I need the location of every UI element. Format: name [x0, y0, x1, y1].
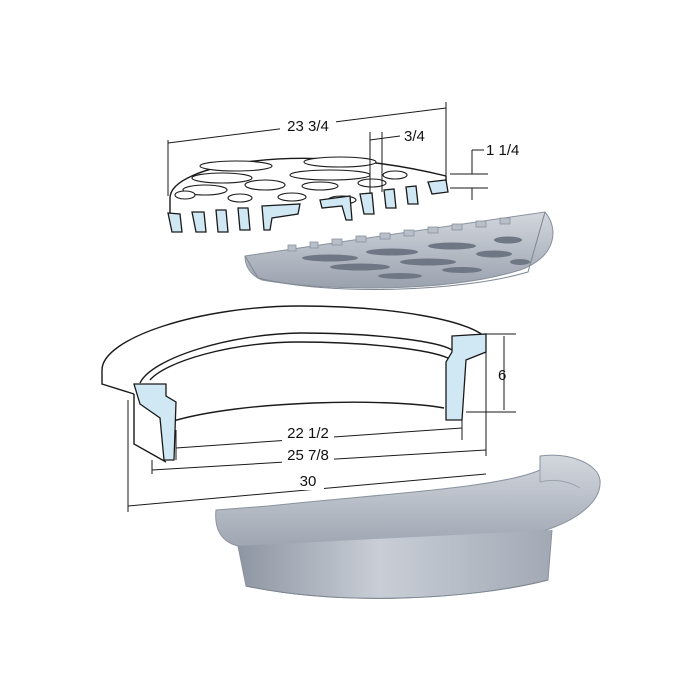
dimension-labels: 23 3/4 3/4 1 1/4 6 22 1/2 25 7/8 30	[280, 116, 519, 490]
dim-frame-inner-diameter: 22 1/2	[287, 425, 329, 442]
dim-grate-thickness: 1 1/4	[486, 142, 519, 159]
dim-frame-height: 6	[498, 367, 506, 384]
grate-section-drawing	[167, 156, 449, 233]
frame-half-solid	[215, 454, 601, 599]
frame-left-section	[133, 383, 177, 461]
grate-half-slots	[302, 236, 530, 279]
dim-grate-diameter: 23 3/4	[287, 118, 329, 135]
dim-grate-bar-width: 3/4	[404, 128, 425, 145]
dim-frame-outer-diameter: 30	[300, 473, 317, 490]
dim-frame-opening-diameter: 25 7/8	[287, 447, 329, 464]
frame-section-drawing	[101, 305, 487, 463]
grate-half-solid	[244, 211, 554, 290]
frame-right-section	[445, 333, 487, 421]
grate-half-teeth	[287, 217, 511, 252]
grate-cut-sections	[167, 179, 449, 233]
